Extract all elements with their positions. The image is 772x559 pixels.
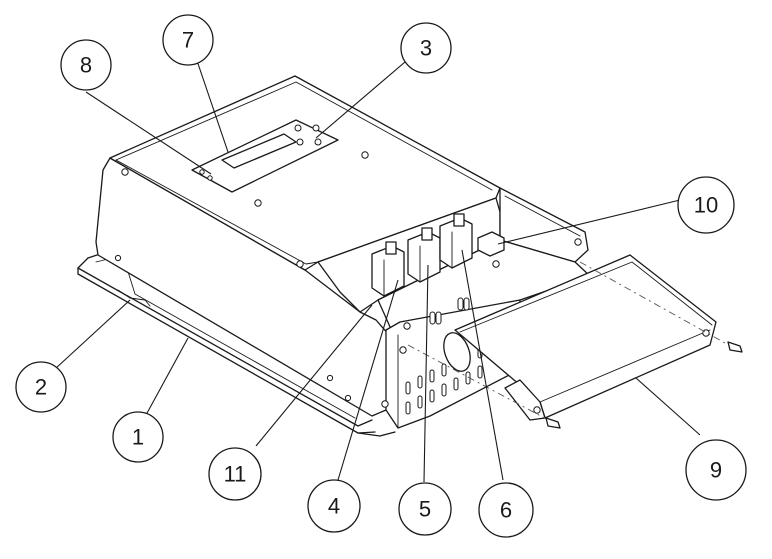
terminal-cover (454, 254, 717, 421)
callout-9-label: 9 (710, 458, 722, 483)
display-panel (191, 119, 339, 193)
callout-8: 8 (60, 39, 112, 91)
callout-10-label: 10 (694, 193, 718, 218)
callout-4: 4 (307, 479, 361, 533)
callout-6: 6 (478, 482, 534, 538)
assembly-lines (407, 261, 743, 429)
leader-lines (54, 45, 701, 483)
callout-9: 9 (685, 439, 747, 501)
callout-3-label: 3 (420, 36, 432, 61)
callout-5: 5 (398, 482, 452, 536)
callout-7-label: 7 (182, 28, 194, 53)
callout-8-label: 8 (80, 53, 92, 78)
callout-11: 11 (208, 447, 262, 501)
callout-3: 3 (400, 22, 452, 74)
callout-2: 2 (15, 361, 67, 413)
callout-11-label: 11 (224, 462, 247, 487)
callout-1: 1 (112, 411, 164, 463)
callout-2-label: 2 (35, 375, 47, 400)
terminal-blocks (371, 213, 505, 325)
callout-10: 10 (677, 176, 735, 234)
callout-6-label: 6 (500, 498, 512, 523)
callout-4-label: 4 (328, 494, 340, 519)
callout-5-label: 5 (419, 497, 431, 522)
callout-1-label: 1 (132, 425, 144, 450)
callout-7: 7 (162, 14, 214, 66)
